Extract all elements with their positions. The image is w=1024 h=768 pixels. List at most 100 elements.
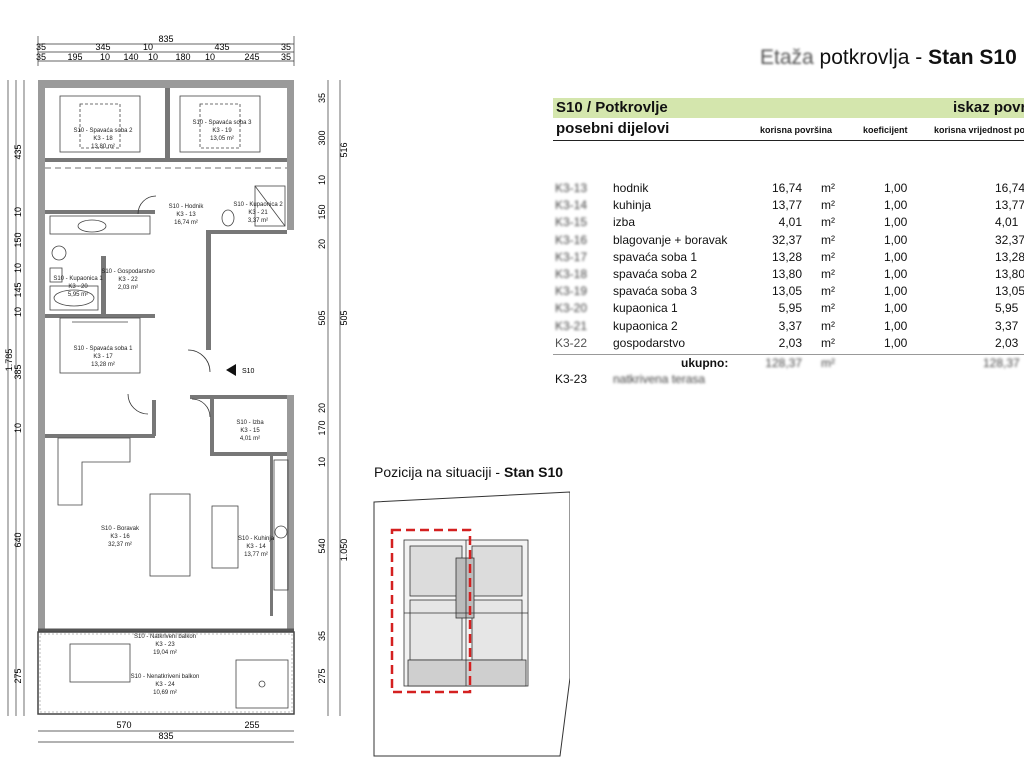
- room-label-code: K3 - 17: [93, 354, 113, 360]
- table-fade-overlay: [553, 388, 1024, 440]
- cell-unit: m²: [821, 232, 835, 247]
- dim-right-value: 10: [317, 457, 327, 467]
- cell-name: izba: [613, 215, 636, 230]
- room-label-area: 32,37 m²: [108, 542, 132, 548]
- dim-right-value: 20: [317, 403, 327, 413]
- table-column-header: posebni dijelovi korisna površina koefic…: [553, 118, 1024, 141]
- table-subheader: posebni dijelovi: [556, 120, 670, 137]
- dim-right-value: 35: [317, 631, 327, 641]
- cell-name: spavaća soba 1: [613, 249, 698, 264]
- cell-coef: 1,00: [884, 198, 908, 213]
- heading-prefix: Etaža: [760, 46, 814, 69]
- position-stan: Stan S10: [503, 464, 564, 480]
- room-label-area: 13,80 m²: [91, 144, 115, 150]
- dim-top-row2-value: 35: [36, 52, 46, 62]
- right-dimension-lines: [327, 80, 341, 716]
- cell-area: 2,03: [778, 335, 802, 350]
- cell-value: 13,28: [995, 249, 1024, 264]
- cell-area: 13,05: [771, 284, 802, 299]
- dim-top-row2-value: 10: [100, 52, 110, 62]
- cell-coef: 1,00: [884, 301, 908, 316]
- cell-coef: 1,00: [884, 284, 908, 299]
- dim-left-value: 640: [13, 532, 23, 547]
- dim-top-row1-value: 10: [143, 42, 153, 52]
- room-label-name: S10 - Boravak: [101, 526, 140, 532]
- room-label-code: K3 - 20: [68, 284, 88, 290]
- room-label-area: 13,77 m²: [244, 552, 268, 558]
- heading-stan: Stan S10: [928, 46, 1017, 69]
- room-label-area: 16,74 m²: [174, 220, 198, 226]
- room-label-code: K3 - 22: [118, 277, 138, 283]
- room-label-code: K3 - 13: [176, 212, 196, 218]
- room-label-area: 19,04 m²: [153, 650, 177, 656]
- room-label-code: K3 - 14: [246, 544, 266, 550]
- cell-code: K3-22: [555, 335, 588, 350]
- cell-name: spavaća soba 2: [613, 267, 698, 281]
- cell-value: 13,77: [995, 198, 1024, 213]
- room-label-area: 5,95 m²: [68, 292, 88, 298]
- dim-bottom-part1: 570: [116, 720, 131, 730]
- cell-coef: 1,00: [884, 181, 908, 195]
- cell-value: 3,37: [995, 318, 1019, 333]
- cell-value: 13,80: [995, 267, 1024, 281]
- cell-coef: 1,00: [884, 215, 908, 230]
- room-label-name: S10 - Gospodarstvo: [101, 269, 155, 275]
- cell-code: K3-17: [555, 249, 588, 264]
- position-label: Pozicija na situaciji -: [374, 464, 504, 480]
- dim-left-value: 10: [13, 263, 23, 273]
- cell-name: kupaonica 2: [613, 318, 678, 333]
- table-title: S10 / Potkrovlje: [556, 99, 668, 116]
- col-coef-header: koeficijent: [863, 125, 908, 135]
- cell-coef: 1,00: [884, 318, 908, 333]
- site-situation-plan: [373, 491, 570, 757]
- cell-area: 13,77: [771, 198, 802, 213]
- cell-area: 3,37: [778, 318, 802, 333]
- cell-area: 13,28: [771, 249, 802, 264]
- cell-value: 5,95: [995, 301, 1019, 316]
- outer-walls: [38, 80, 294, 635]
- col-value-header: korisna vrijednost po: [934, 125, 1024, 135]
- extra-name: natkrivena terasa: [613, 372, 706, 386]
- entry-arrow-icon: [226, 364, 236, 376]
- dim-bottom-total: 835: [158, 731, 173, 741]
- cell-value: 32,37: [995, 232, 1024, 247]
- cell-code: K3-18: [555, 267, 588, 281]
- room-label-code: K3 - 19: [212, 128, 232, 134]
- dim-left-value: 10: [13, 423, 23, 433]
- dim-top-row1-value: 35: [281, 42, 291, 52]
- dim-top-row2-value: 140: [123, 52, 138, 62]
- room-label-name: S10 - Spavaća soba 3: [192, 120, 252, 126]
- total-unit: m²: [821, 356, 835, 370]
- dim-right-value: 20: [317, 239, 327, 249]
- total-value: 128,37: [983, 356, 1020, 370]
- room-label-code: K3 - 23: [155, 642, 175, 648]
- dim-right-value: 170: [317, 420, 327, 435]
- table-total-row: ukupno: 128,37 m² 128,37: [553, 354, 1024, 372]
- entry-label: S10: [242, 368, 255, 375]
- dim-top-row2-value: 195: [67, 52, 82, 62]
- dim-top-row2-value: 245: [244, 52, 259, 62]
- dim-bottom-part2: 255: [244, 720, 259, 730]
- room-label-area: 3,37 m²: [248, 218, 268, 224]
- top-dimensions: [37, 36, 295, 66]
- cell-coef: 1,00: [884, 335, 908, 350]
- room-label-name: S10 - Kuhinja: [238, 536, 275, 542]
- room-label-name: S10 - Hodnik: [169, 204, 205, 210]
- cell-unit: m²: [821, 284, 835, 299]
- col-area-header: korisna površina: [760, 125, 833, 135]
- room-label-area: 13,05 m²: [210, 136, 234, 142]
- cell-unit: m²: [821, 181, 835, 195]
- cell-code: K3-21: [555, 318, 588, 333]
- room-label-code: K3 - 16: [110, 534, 130, 540]
- cell-unit: m²: [821, 267, 835, 281]
- dim-left-value: 385: [13, 364, 23, 379]
- room-label-area: 13,28 m²: [91, 362, 115, 368]
- table-header-band: S10 / Potkrovlje iskaz povr: [553, 98, 1024, 118]
